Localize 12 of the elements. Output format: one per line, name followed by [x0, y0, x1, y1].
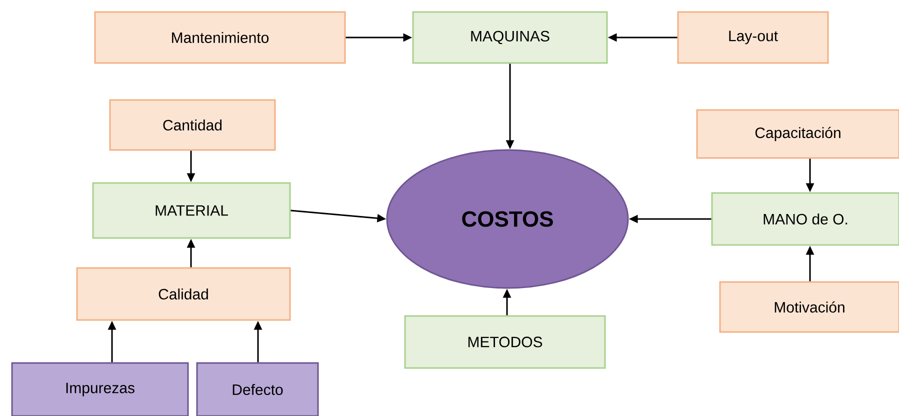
process-box: Lay-out [677, 11, 829, 64]
process-box: Mantenimiento [94, 11, 346, 64]
process-box: Defecto [196, 362, 319, 416]
process-box: MAQUINAS [412, 11, 608, 64]
process-box: METODOS [404, 315, 606, 369]
process-box: MANO de O. [711, 192, 899, 246]
process-box: Motivación [719, 281, 899, 333]
process-box: Cantidad [109, 99, 276, 151]
process-box: Impurezas [11, 362, 189, 416]
process-box: Capacitación [696, 109, 899, 159]
process-box: Calidad [76, 267, 291, 321]
process-box: MATERIAL [92, 182, 291, 239]
